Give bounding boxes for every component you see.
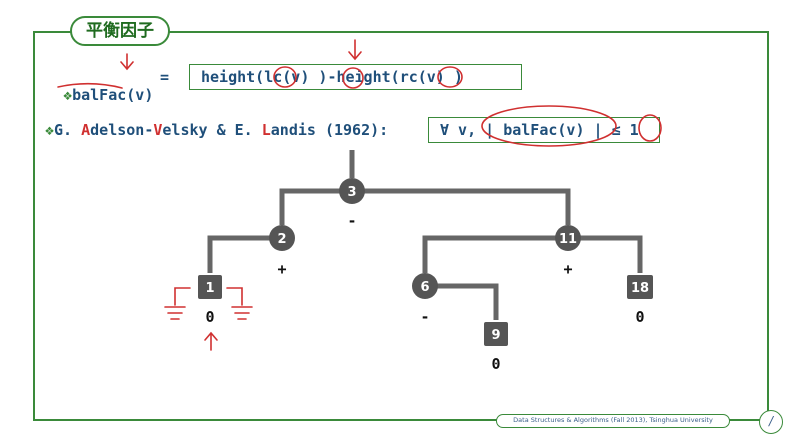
node-6-bf: - [420,308,429,326]
node-18-label: 18 [631,281,649,296]
node-9-bf: 0 [491,355,500,373]
edge-3-2 [279,188,352,225]
null-right-ground [226,287,253,320]
node-2-label: 2 [277,232,286,247]
equals-sign: = [160,68,170,86]
authors-part-3: delson- [90,121,154,139]
node-3-bf: - [347,212,356,230]
page-number: / [759,410,783,434]
node-3-label: 3 [347,185,356,200]
avl-line: ❖G. Adelson-Velsky & E. Landis (1962): [45,121,388,139]
height-rc-suffix: (v) ) [417,68,463,86]
slide-frame [33,31,769,421]
node-11: 11 + [555,225,581,278]
authors-part-4: V [153,121,163,139]
diamond-bullet-icon-2: ❖ [45,121,55,139]
authors-part-1: G. [54,121,82,139]
edge-6-9 [425,283,499,320]
null-left-ground [164,287,191,320]
node-2-bf: + [277,260,286,278]
abs-balfac: | balFac(v) | [485,121,603,139]
definition-box [189,64,522,90]
condition-text: ∀ v, | balFac(v) | ≤ 1 [440,121,639,139]
minus-operator: - [327,68,337,86]
node-11-bf: + [563,260,572,278]
node-1-label: 1 [205,281,214,296]
edge-11-18 [568,235,643,273]
definition-line: ❖balFac(v) [45,68,153,104]
node-1: 1 0 [198,275,222,326]
node-9: 9 0 [484,322,508,373]
footer-citation: Data Structures & Algorithms (Fall 2013)… [496,414,730,428]
circle-minus [342,67,364,89]
height-rc-prefix: height( [336,68,400,86]
node-6-label: 6 [420,280,429,295]
circle-bound [638,114,662,142]
arrow-down-v [120,53,134,71]
circle-abs [481,105,617,147]
node-6: 6 - [412,273,438,326]
arrow-up-1 [204,331,218,351]
arrow-down-minus [348,39,362,61]
authors-part-6: L [261,121,271,139]
node-18: 18 0 [627,275,653,326]
bound-value: 1 [629,121,639,139]
balfac-lhs: balFac(v) [72,86,154,104]
authors-part-7: andis (1962): [270,121,389,139]
underline-balfac [57,82,123,89]
authors-part-5: elsky & E. [162,121,262,139]
authors-part-2: A [81,121,91,139]
slide-title: 平衡因子 [70,16,170,46]
node-11-label: 11 [559,232,577,247]
node-3: 3 - [339,178,365,230]
edge-2-1 [207,235,282,273]
node-2: 2 + [269,225,295,278]
node-18-bf: 0 [635,308,644,326]
edge-3-11 [352,188,571,225]
node-9-label: 9 [491,328,500,343]
circle-lc [273,66,297,88]
node-1-bf: 0 [205,308,214,326]
le-sign: ≤ [611,121,621,139]
circle-rc [437,66,463,88]
forall-v: ∀ v, [440,121,477,139]
diamond-bullet-icon: ❖ [63,86,73,104]
condition-box [428,117,660,143]
rc-label: rc [399,68,418,86]
height-lc-prefix: height( [201,68,265,86]
edge-11-6 [422,235,568,273]
